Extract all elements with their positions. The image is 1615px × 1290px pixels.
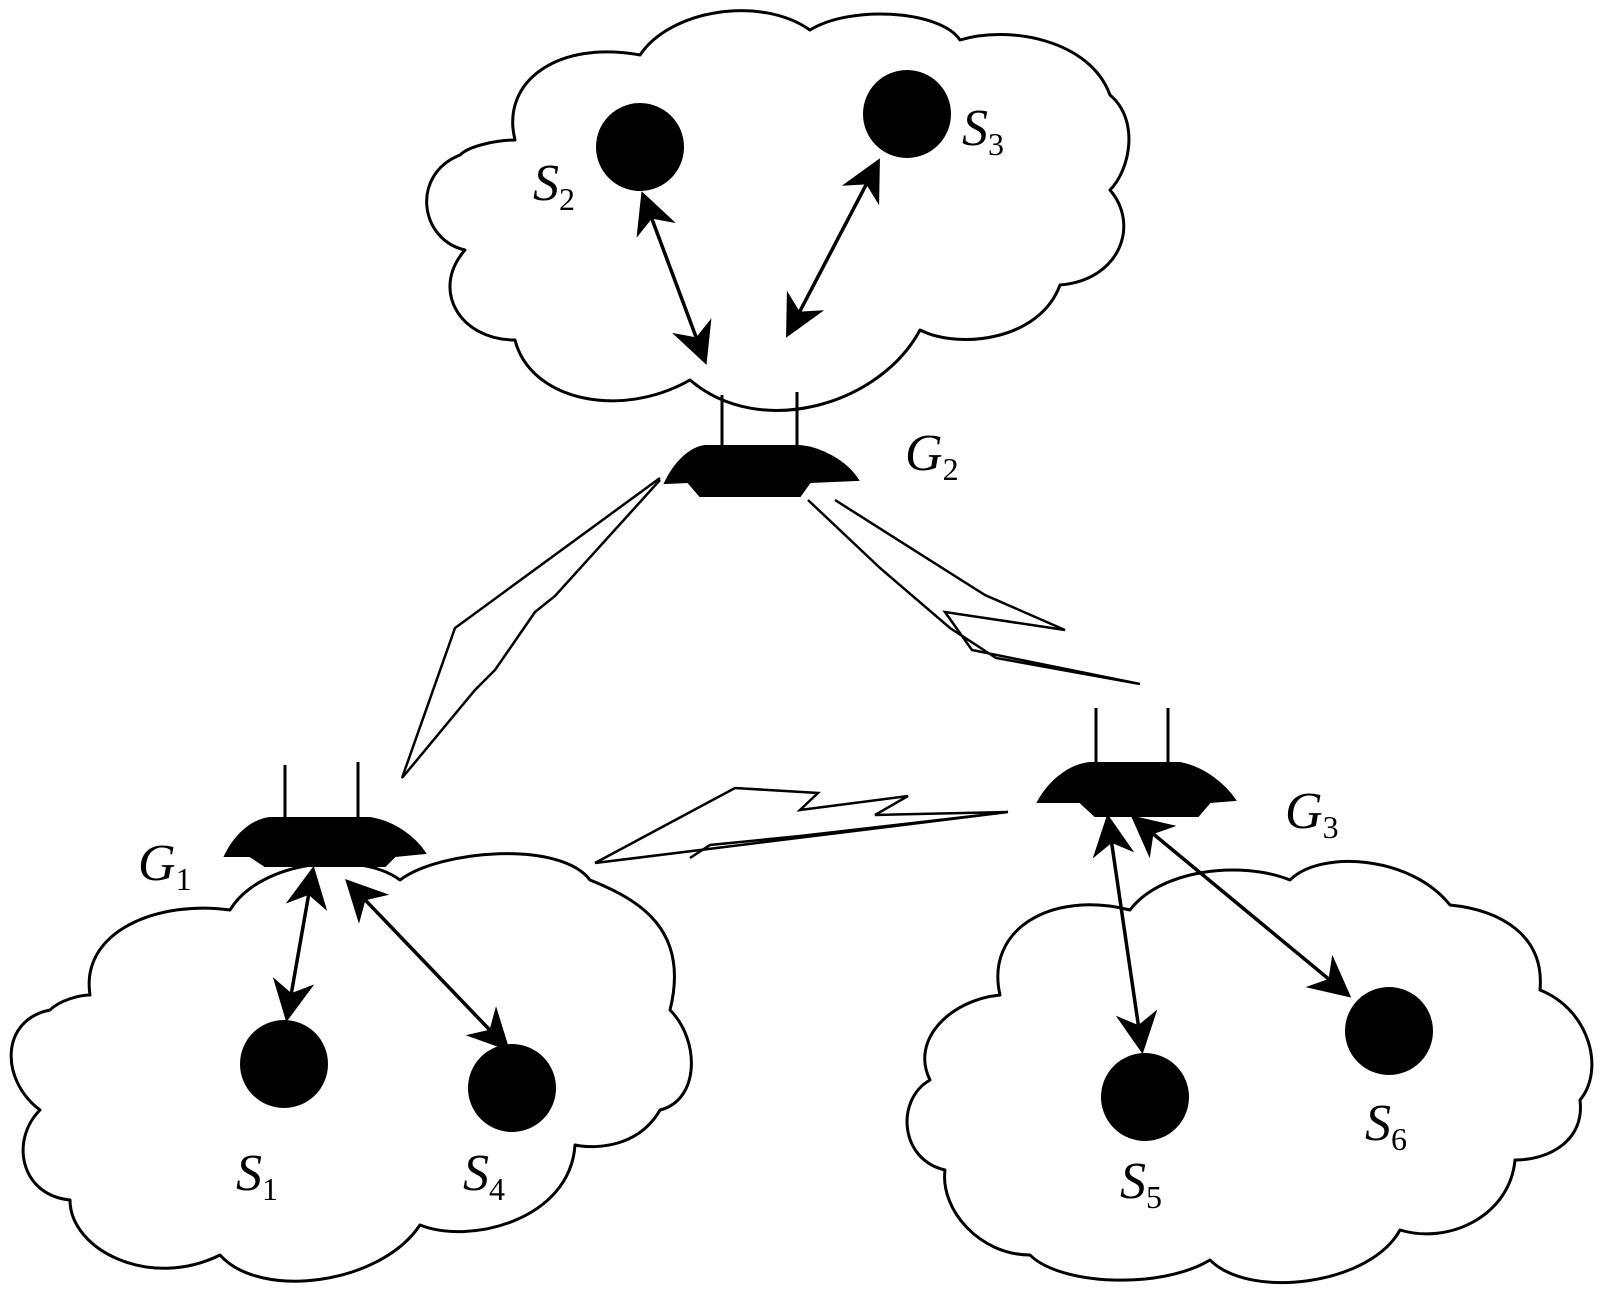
- gateway-g1: [223, 762, 427, 867]
- link-g1-s1: [272, 865, 328, 1023]
- sensor-nodes: [240, 70, 1433, 1141]
- sensor-s3: [863, 70, 951, 158]
- gateway-g2: [663, 392, 860, 497]
- sensor-s1: [240, 1020, 328, 1108]
- wireless-link-g2-g3: [807, 498, 1141, 686]
- link-g2-s3: [786, 158, 880, 338]
- link-g3-s6: [1130, 815, 1352, 998]
- label-g1: G1: [138, 835, 192, 897]
- label-s4: S4: [463, 1145, 505, 1207]
- link-g1-s4: [345, 878, 510, 1052]
- label-s1: S1: [236, 1145, 278, 1207]
- sensor-s2: [596, 103, 684, 191]
- sensor-s4: [468, 1044, 556, 1132]
- link-g3-s5: [1092, 813, 1158, 1055]
- label-s6: S6: [1365, 1095, 1407, 1157]
- cloud-bottom-left: [9, 852, 693, 1283]
- cloud-bottom-right: [905, 859, 1594, 1285]
- link-g2-s2: [636, 191, 712, 365]
- label-g2: G2: [905, 425, 959, 487]
- sensor-s5: [1101, 1053, 1189, 1141]
- wireless-link-g3-g1: [594, 786, 1009, 865]
- label-s3: S3: [962, 100, 1004, 162]
- gateway-g3: [1036, 708, 1237, 817]
- cloud-top: [425, 9, 1131, 412]
- sensor-links: [272, 158, 1352, 1055]
- wireless-link-g2-g1: [400, 476, 661, 779]
- label-s5: S5: [1120, 1153, 1162, 1215]
- label-s2: S2: [533, 155, 575, 217]
- labels: S2 S3 G2 G1 G3 S1 S4 S5 S6: [138, 100, 1407, 1215]
- label-g3: G3: [1285, 783, 1339, 845]
- sensor-s6: [1345, 987, 1433, 1075]
